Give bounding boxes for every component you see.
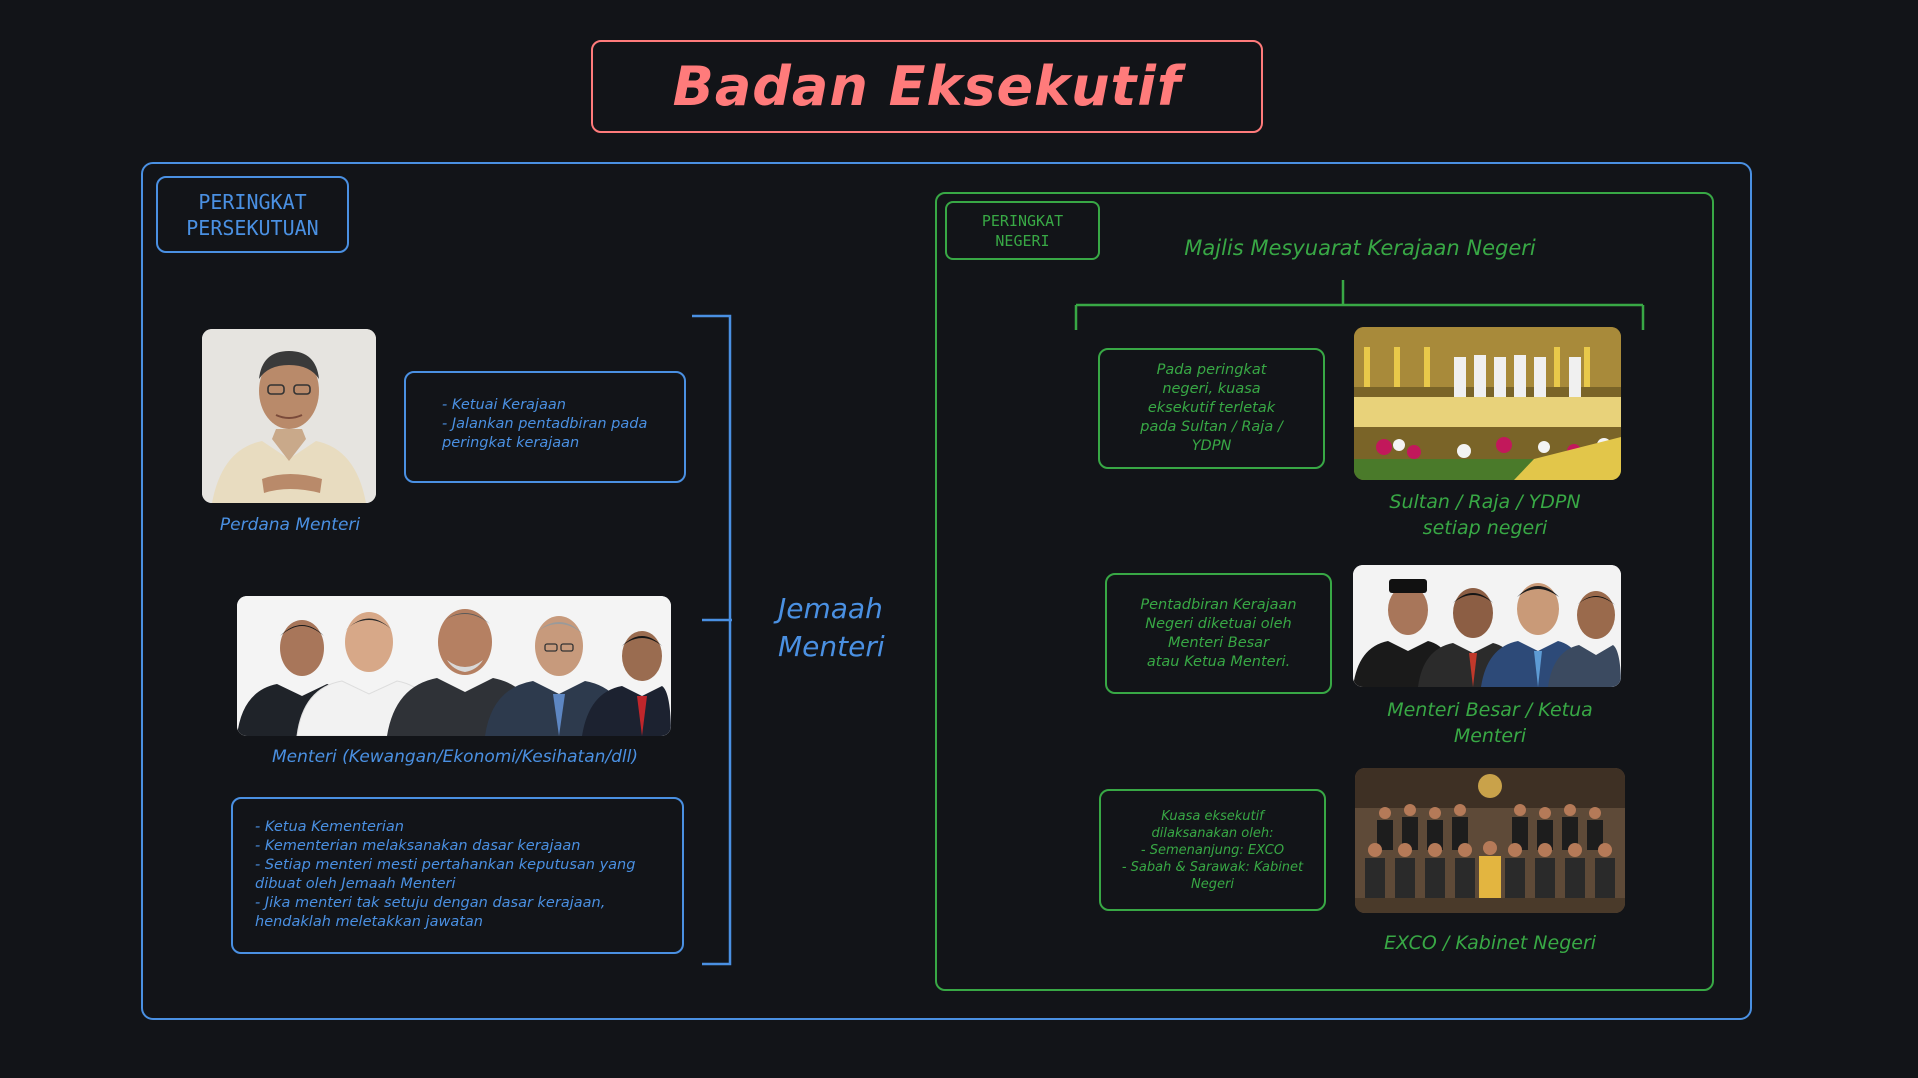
note-line: - Jika menteri tak setuju dengan dasar k… [255,895,606,911]
prime-minister-photo [202,329,376,503]
note-line: - Jalankan pentadbiran pada [442,416,648,432]
note-line: - Kementerian melaksanakan dasar kerajaa… [255,838,581,854]
title-box: Badan Eksekutif [591,40,1263,133]
note-line: YDPN [1191,438,1232,454]
cabinet-label-line2: Menteri [778,630,885,663]
note-line: - Ketuai Kerajaan [442,397,566,413]
note-line: peringkat kerajaan [442,435,580,451]
federal-level-frame [141,162,1752,1020]
chief-ministers-photo [1353,565,1621,687]
state-level-tag: PERINGKAT NEGERI [945,201,1100,260]
note-line: Menteri Besar [1167,634,1270,651]
note-line: negeri, kuasa [1162,381,1261,397]
federal-tag-line1: PERINGKAT [198,189,307,214]
ruler-note: Pada peringkat negeri, kuasa eksekutif t… [1098,348,1325,469]
cabinet-bracket [692,314,732,966]
note-line: dilaksanakan oleh: [1151,825,1274,841]
page-title: Badan Eksekutif [672,55,1182,118]
rulers-photo [1354,327,1621,480]
note-line: Negeri [1191,876,1234,892]
state-council-title: Majlis Mesyuarat Kerajaan Negeri [1184,236,1536,260]
note-line: Negeri diketuai oleh [1145,615,1292,632]
note-line: dibuat oleh Jemaah Menteri [255,876,456,892]
note-line: pada Sultan / Raja / [1140,419,1283,435]
ministers-note: - Ketua Kementerian - Kementerian melaks… [231,797,684,954]
caption-line: Menteri [1453,725,1527,747]
ministers-caption: Menteri (Kewangan/Ekonomi/Kesihatan/dll) [272,747,638,767]
note-line: hendaklah meletakkan jawatan [255,914,483,930]
note-line: atau Ketua Menteri. [1146,653,1291,670]
prime-minister-note: - Ketuai Kerajaan - Jalankan pentadbiran… [404,371,686,483]
note-line: - Ketua Kementerian [255,819,404,835]
caption-line: setiap negeri [1422,517,1548,539]
caption-line: Sultan / Raja / YDPN [1389,491,1581,513]
federal-level-tag: PERINGKAT PERSEKUTUAN [156,176,349,253]
cabinet-label: Jemaah Menteri [778,590,885,666]
note-line: Pentadbiran Kerajaan [1140,596,1297,613]
state-level-frame [935,192,1714,991]
state-tag-line1: PERINGKAT [981,211,1064,230]
note-line: Pada peringkat [1156,362,1267,378]
exco-photo [1355,768,1625,913]
state-tag-line2: NEGERI [995,231,1050,250]
state-council-connector [1074,280,1645,330]
exco-caption: EXCO / Kabinet Negeri [1383,932,1597,954]
federal-tag-line2: PERSEKUTUAN [186,215,319,240]
prime-minister-caption: Perdana Menteri [219,515,361,535]
caption-line: Menteri Besar / Ketua [1387,699,1593,721]
note-line: - Semenanjung: EXCO [1140,842,1285,858]
rulers-caption: Sultan / Raja / YDPN setiap negeri [1340,489,1630,541]
ministers-photo [237,596,671,736]
note-line: - Setiap menteri mesti pertahankan keput… [255,857,636,873]
exco-note: Kuasa eksekutif dilaksanakan oleh: - Sem… [1099,789,1326,911]
cabinet-label-line1: Jemaah [778,592,883,625]
note-line: - Sabah & Sarawak: Kabinet [1121,859,1304,875]
note-line: eksekutif terletak [1147,400,1276,416]
chief-ministers-caption: Menteri Besar / Ketua Menteri [1340,697,1640,749]
note-line: Kuasa eksekutif [1161,808,1264,824]
chief-minister-note: Pentadbiran Kerajaan Negeri diketuai ole… [1105,573,1332,694]
